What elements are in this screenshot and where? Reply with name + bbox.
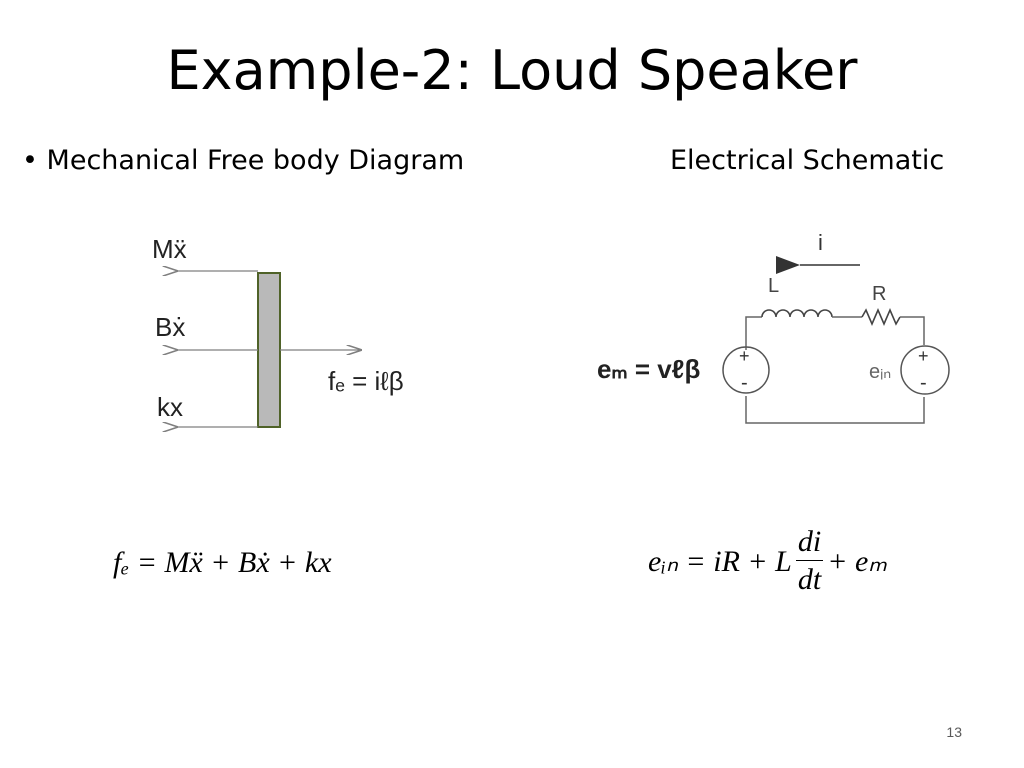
inductor-label: L — [768, 275, 779, 297]
input-voltage-source — [900, 345, 950, 395]
right-heading: Electrical Schematic — [670, 145, 945, 176]
electrical-equation-rhs: + eₘ — [827, 545, 887, 578]
back-emf-minus: - — [741, 372, 748, 394]
input-source-minus: - — [920, 372, 927, 394]
slide-number: 13 — [946, 724, 962, 740]
mechanical-equation: fₑ = Mẍ + Bẋ + kx — [113, 546, 332, 579]
input-voltage-label: eᵢₙ — [869, 361, 891, 383]
applied-force-label: fₑ = iℓβ — [328, 366, 404, 396]
bottom-wire — [745, 396, 925, 424]
resistor-label: R — [872, 283, 886, 305]
back-emf-label: eₘ = vℓβ — [597, 354, 700, 384]
derivative-numerator: di — [795, 524, 824, 561]
bullet-marker: • — [22, 145, 38, 176]
left-heading-row: • Mechanical Free body Diagram — [22, 144, 464, 178]
back-emf-plus: + — [739, 346, 750, 366]
back-emf-source — [722, 346, 770, 394]
left-heading: Mechanical Free body Diagram — [46, 145, 465, 176]
right-wire — [900, 316, 925, 345]
slide-title: Example-2: Loud Speaker — [166, 39, 858, 102]
derivative-denominator: dt — [797, 563, 822, 596]
inertial-force-label: Mẍ — [152, 234, 187, 264]
damping-force-label: Bẋ — [155, 312, 185, 342]
electrical-equation-lhs: eᵢₙ = iR + L — [648, 545, 792, 578]
left-wire — [745, 316, 762, 350]
input-source-plus: + — [918, 346, 929, 366]
spring-force-label: kx — [157, 392, 183, 422]
inductor-coil — [761, 309, 833, 318]
resistor-zigzag — [861, 307, 901, 327]
current-label: i — [818, 230, 823, 255]
